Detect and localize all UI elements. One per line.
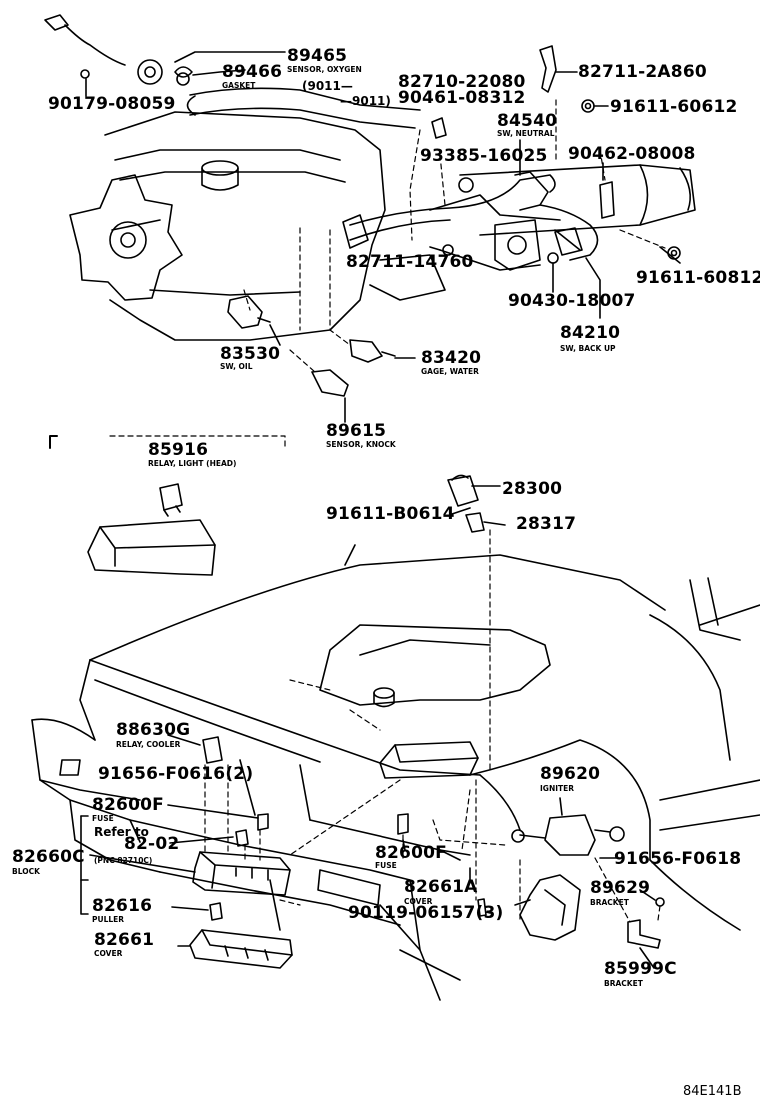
part-label: 82711-2A860 [578,62,707,82]
part-label: 93385-16025 [420,146,548,166]
part-caption: SENSOR, OXYGEN [287,65,362,74]
part-label: 28317 [516,514,577,534]
part-caption: IGNITER [540,784,575,793]
part-label: 90430-18007 [508,291,636,311]
part-caption: GAGE, WATER [421,367,479,376]
part-label: 82711-14760 [346,252,474,272]
part-label: 88630G [116,720,191,740]
part-label: 90461-08312 [398,88,526,108]
part-label: 90119-06157(3) [348,903,504,923]
part-label: 89615 [326,421,387,441]
part-caption: PULLER [92,915,125,924]
part-caption: RELAY, LIGHT (HEAD) [148,459,237,468]
refer-to-pnc: (PNC 82710C) [94,856,153,865]
part-label: 89629 [590,878,651,898]
part-label: 90462-08008 [568,144,696,164]
refer-to-section: 82-02 [124,834,180,854]
part-label: 89465 [287,46,348,66]
part-label: 82600F [375,843,447,863]
part-label: 91656-F0616(2) [98,764,254,784]
part-caption: FUSE [92,814,114,823]
part-caption: SW, OIL [220,362,253,371]
range-label: —9011) [340,94,391,108]
part-caption: COVER [404,897,433,906]
part-caption: BLOCK [12,867,40,876]
part-label: 84540 [497,111,558,131]
part-label: 82661 [94,930,155,950]
part-label: 85999C [604,959,677,979]
diagram-id: 84E141B [683,1084,742,1099]
range-label: (9011— [302,79,353,93]
engine-drawing [44,14,696,423]
part-label: 82660C [12,847,85,867]
part-caption: COVER [94,949,123,958]
part-label: 85916 [148,440,209,460]
part-caption: SW, BACK UP [560,344,616,353]
part-caption: BRACKET [590,898,629,907]
part-label: 89620 [540,764,601,784]
part-label: 28300 [502,479,563,499]
part-label: 82616 [92,896,153,916]
relay-section [87,474,506,771]
part-label: 82661A [404,877,478,897]
part-caption: SENSOR, KNOCK [326,440,396,449]
part-caption: FUSE [375,861,397,870]
part-caption: SW, NEUTRAL [497,129,555,138]
part-caption: GASKET [222,81,256,90]
part-label: 82600F [92,795,164,815]
part-label: 83420 [421,348,482,368]
part-label: 90179-08059 [48,94,176,114]
part-caption: RELAY, COOLER [116,740,181,749]
part-label: 89466 [222,62,283,82]
part-label: 84210 [560,323,621,343]
part-label: 91611-60612 [610,97,738,117]
part-label: 91611-B0614 [326,504,455,524]
part-label: 82710-22080 [398,72,526,92]
part-label: 83530 [220,344,281,364]
car-drawing [31,544,760,1001]
part-caption: BRACKET [604,979,643,988]
part-label: 91656-F0618 [614,849,742,869]
part-label: 91611-60812 [636,268,760,288]
refer-to-text: Refer to [94,825,149,839]
